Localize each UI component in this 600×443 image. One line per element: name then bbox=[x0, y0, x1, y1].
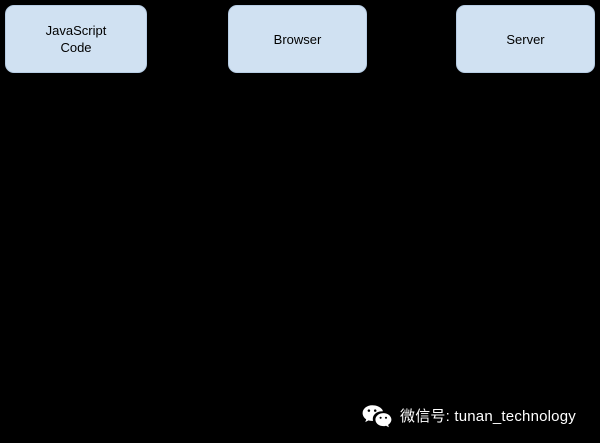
watermark: 微信号: tunan_technology bbox=[362, 402, 576, 432]
node-javascript-code[interactable]: JavaScript Code bbox=[5, 5, 147, 73]
node-browser-label: Browser bbox=[273, 31, 322, 47]
watermark-text: 微信号: tunan_technology bbox=[400, 408, 576, 425]
node-javascript-code-label: JavaScript Code bbox=[45, 23, 107, 55]
node-browser[interactable]: Browser bbox=[228, 5, 367, 73]
node-server-label: Server bbox=[506, 31, 545, 47]
wechat-icon bbox=[362, 405, 392, 428]
node-server[interactable]: Server bbox=[456, 5, 595, 73]
